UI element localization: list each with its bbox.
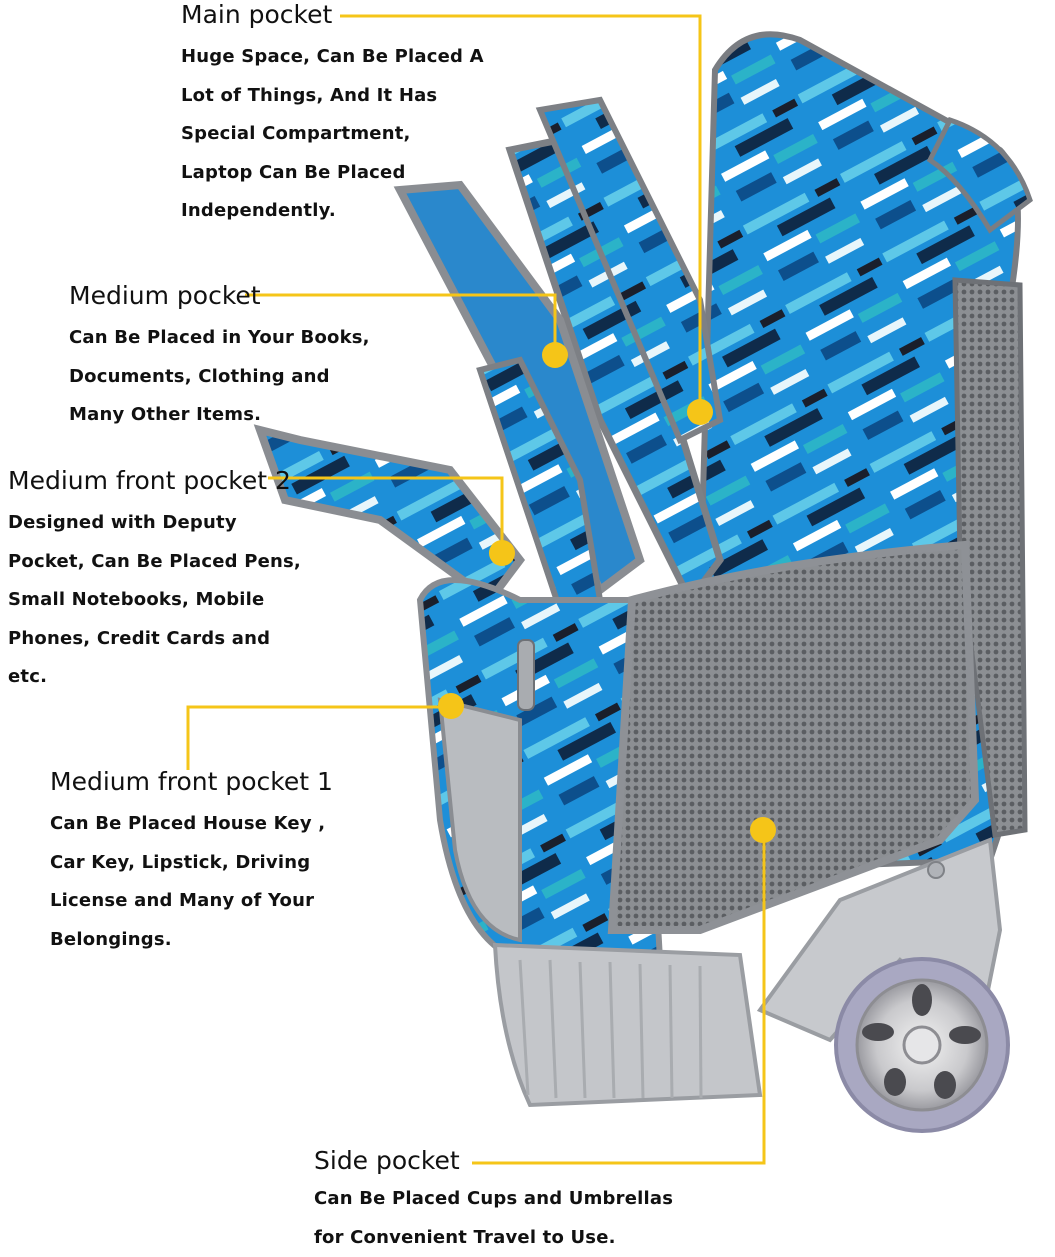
description-line: License and Many of Your bbox=[50, 882, 333, 921]
callout-title: Main pocket bbox=[181, 0, 484, 30]
marker-medium bbox=[542, 342, 568, 368]
callout-side-pocket: Side pocket Can Be Placed Cups and Umbre… bbox=[314, 1146, 673, 1257]
description-line: Independently. bbox=[181, 192, 484, 231]
callout-description: Can Be Placed in Your Books, Documents, … bbox=[69, 319, 370, 435]
bag-base bbox=[495, 945, 760, 1105]
leader-front1 bbox=[188, 707, 450, 770]
marker-front2 bbox=[489, 540, 515, 566]
description-line: Documents, Clothing and bbox=[69, 358, 370, 397]
marker-front1 bbox=[438, 693, 464, 719]
callout-medium-front-pocket-2: Medium front pocket 2 Designed with Depu… bbox=[8, 466, 301, 697]
description-line: Can Be Placed in Your Books, bbox=[69, 319, 370, 358]
description-line: Many Other Items. bbox=[69, 396, 370, 435]
callout-description: Can Be Placed House Key , Car Key, Lipst… bbox=[50, 805, 333, 959]
callout-title: Medium front pocket 1 bbox=[50, 767, 333, 797]
description-line: etc. bbox=[8, 658, 301, 697]
callout-title: Side pocket bbox=[314, 1146, 673, 1176]
callout-title: Medium front pocket 2 bbox=[8, 466, 301, 496]
callout-main-pocket: Main pocket Huge Space, Can Be Placed A … bbox=[181, 0, 484, 231]
description-line: Pocket, Can Be Placed Pens, bbox=[8, 543, 301, 582]
callout-description: Designed with Deputy Pocket, Can Be Plac… bbox=[8, 504, 301, 697]
callout-medium-pocket: Medium pocket Can Be Placed in Your Book… bbox=[69, 281, 370, 435]
callout-description: Can Be Placed Cups and Umbrellas for Con… bbox=[314, 1180, 673, 1257]
callout-medium-front-pocket-1: Medium front pocket 1 Can Be Placed Hous… bbox=[50, 767, 333, 959]
callout-description: Huge Space, Can Be Placed A Lot of Thing… bbox=[181, 38, 484, 231]
marker-side bbox=[750, 817, 776, 843]
callout-title: Medium pocket bbox=[69, 281, 370, 311]
wheel bbox=[836, 959, 1008, 1131]
description-line: for Convenient Travel to Use. bbox=[314, 1219, 673, 1257]
description-line: Phones, Credit Cards and bbox=[8, 620, 301, 659]
marker-main bbox=[687, 399, 713, 425]
description-line: Special Compartment, bbox=[181, 115, 484, 154]
description-line: Car Key, Lipstick, Driving bbox=[50, 844, 333, 883]
description-line: Laptop Can Be Placed bbox=[181, 154, 484, 193]
description-line: Belongings. bbox=[50, 921, 333, 960]
zipper-pull bbox=[518, 640, 534, 710]
description-line: Designed with Deputy bbox=[8, 504, 301, 543]
description-line: Lot of Things, And It Has bbox=[181, 77, 484, 116]
description-line: Small Notebooks, Mobile bbox=[8, 581, 301, 620]
description-line: Can Be Placed House Key , bbox=[50, 805, 333, 844]
description-line: Can Be Placed Cups and Umbrellas bbox=[314, 1180, 673, 1219]
description-line: Huge Space, Can Be Placed A bbox=[181, 38, 484, 77]
